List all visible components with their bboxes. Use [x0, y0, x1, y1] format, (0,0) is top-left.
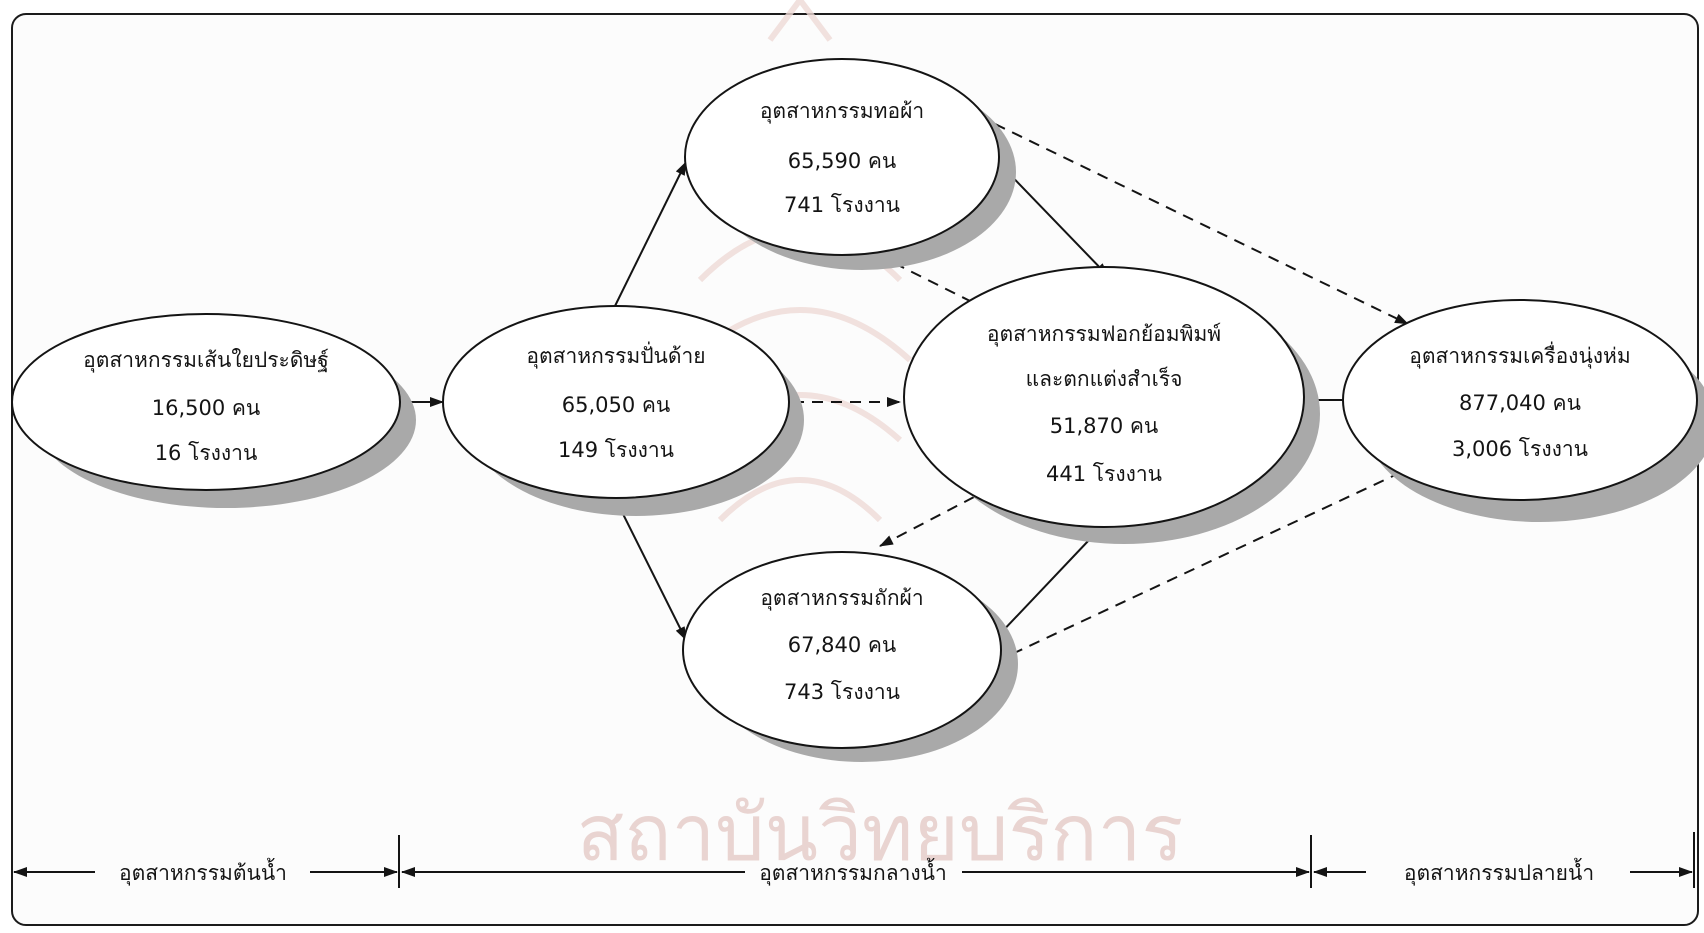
node-workers: 65,590 คน [788, 149, 897, 173]
stage-label-upstream: อุตสาหกรรมต้นน้ำ [119, 858, 287, 886]
node-ellipse [1342, 299, 1698, 501]
node-title-line2: และตกแต่งสำเร็จ [1026, 365, 1183, 391]
node-title: อุตสาหกรรมเส้นใยประดิษฐ์ [83, 348, 329, 373]
node-title: อุตสาหกรรมทอผ้า [760, 99, 924, 124]
node-ellipse [684, 58, 1000, 256]
node-workers: 51,870 คน [1050, 414, 1159, 438]
stage-downstream: อุตสาหกรรมปลายน้ำ [1313, 858, 1693, 886]
stage-midstream: อุตสาหกรรมกลางน้ำ [401, 858, 1310, 886]
node-spinning: อุตสาหกรรมปั่นด้าย 65,050 คน 149 โรงงาน [442, 305, 804, 516]
node-ellipse [11, 313, 401, 491]
arrow-spinning-to-weaving [614, 161, 687, 307]
node-factories: 3,006 โรงงาน [1452, 437, 1588, 461]
stage-dividers [398, 832, 1695, 888]
node-weaving: อุตสาหกรรมทอผ้า 65,590 คน 741 โรงงาน [684, 58, 1016, 270]
node-title: อุตสาหกรรมเครื่องนุ่งห่ม [1409, 341, 1630, 369]
node-ellipse [903, 266, 1305, 528]
node-ellipse [682, 551, 1002, 749]
node-workers: 16,500 คน [152, 396, 261, 420]
node-factories: 741 โรงงาน [784, 193, 900, 217]
node-factories: 16 โรงงาน [155, 441, 258, 465]
stage-upstream: อุตสาหกรรมต้นน้ำ [13, 858, 398, 886]
stage-label-midstream: อุตสาหกรรมกลางน้ำ [759, 858, 947, 886]
node-factories: 743 โรงงาน [784, 680, 900, 704]
node-factories: 149 โรงงาน [558, 438, 674, 462]
node-garment: อุตสาหกรรมเครื่องนุ่งห่ม 877,040 คน 3,00… [1342, 299, 1704, 522]
node-knitting: อุตสาหกรรมถักผ้า 67,840 คน 743 โรงงาน [682, 551, 1018, 762]
stage-label-downstream: อุตสาหกรรมปลายน้ำ [1404, 858, 1594, 886]
node-workers: 65,050 คน [562, 393, 671, 417]
arrow-weaving-to-dyeing [997, 161, 1109, 277]
node-title: อุตสาหกรรมปั่นด้าย [526, 341, 705, 369]
node-workers: 877,040 คน [1459, 391, 1581, 415]
node-dyeing-finishing: อุตสาหกรรมฟอกย้อมพิมพ์ และตกแต่งสำเร็จ 5… [903, 266, 1320, 544]
node-title: อุตสาหกรรมถักผ้า [760, 586, 923, 611]
dashed-arrow-weaving-to-garment [994, 123, 1409, 325]
node-ellipse [442, 305, 790, 499]
arrow-spinning-to-knitting [614, 497, 687, 641]
node-workers: 67,840 คน [788, 633, 897, 657]
diagram-frame [11, 13, 1699, 926]
node-title: อุตสาหกรรมฟอกย้อมพิมพ์ [987, 322, 1221, 347]
node-synthetic-fiber: อุตสาหกรรมเส้นใยประดิษฐ์ 16,500 คน 16 โร… [11, 313, 416, 508]
watermark-text: สถาบันวิทยบริการ [577, 789, 1184, 879]
node-factories: 441 โรงงาน [1046, 462, 1162, 486]
